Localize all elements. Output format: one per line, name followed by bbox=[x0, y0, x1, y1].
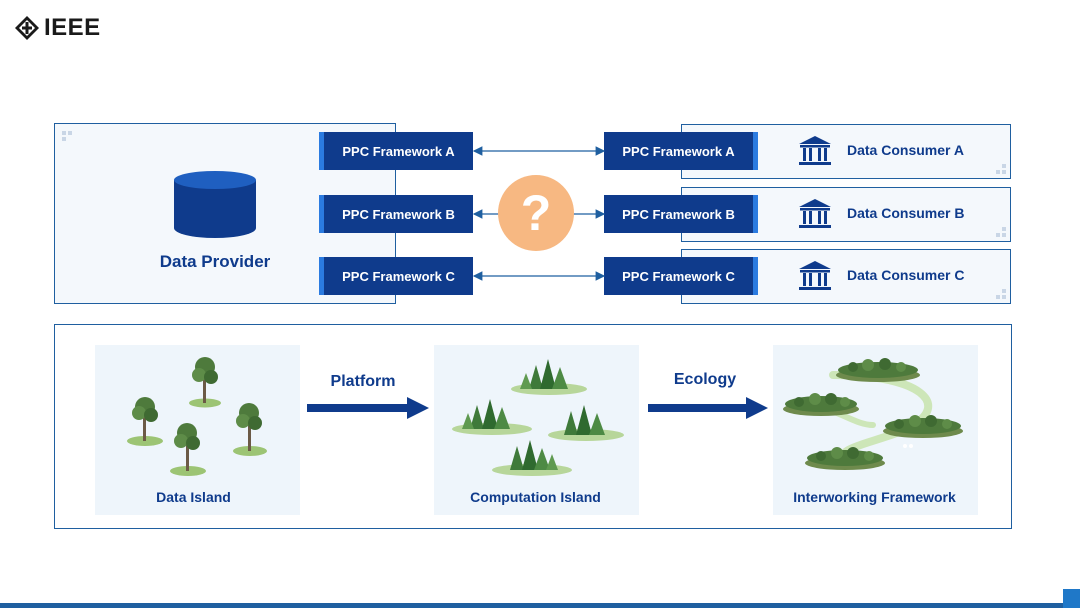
bank-icon bbox=[799, 261, 831, 290]
ppc-framework-c-left: PPC Framework C bbox=[319, 257, 473, 295]
forest-islands-icon bbox=[452, 359, 624, 476]
platform-arrow bbox=[307, 397, 429, 419]
ppc-framework-b-right: PPC Framework B bbox=[604, 195, 758, 233]
bank-icon bbox=[799, 136, 831, 165]
scattered-trees-icon bbox=[127, 357, 267, 476]
data-consumer-c-label: Data Consumer C bbox=[847, 267, 965, 283]
computation-island-panel bbox=[434, 345, 639, 515]
question-icon: ? bbox=[498, 175, 574, 251]
ppc-framework-a-right: PPC Framework A bbox=[604, 132, 758, 170]
ppc-framework-b-left: PPC Framework B bbox=[319, 195, 473, 233]
data-island-panel bbox=[95, 345, 300, 515]
ecology-arrow bbox=[648, 397, 768, 419]
data-provider-label: Data Provider bbox=[159, 252, 271, 271]
interworking-framework-panel bbox=[773, 345, 978, 515]
computation-island-label: Computation Island bbox=[470, 489, 601, 505]
corner-dots-icon bbox=[996, 289, 1008, 301]
corner-dots-icon bbox=[996, 227, 1008, 239]
ieee-logo-text: IEEE bbox=[44, 14, 101, 41]
data-consumer-b-label: Data Consumer B bbox=[847, 205, 965, 221]
ieee-diamond-icon bbox=[15, 16, 39, 40]
platform-label: Platform bbox=[330, 373, 396, 390]
ppc-framework-a-left: PPC Framework A bbox=[319, 132, 473, 170]
database-icon bbox=[174, 171, 256, 238]
interworking-framework-label: Interworking Framework bbox=[793, 489, 956, 505]
ieee-logo: IEEE bbox=[14, 14, 101, 42]
corner-dots-icon bbox=[996, 164, 1008, 176]
connected-islands-icon bbox=[783, 358, 963, 470]
footer-square bbox=[1063, 589, 1080, 608]
ppc-framework-c-right: PPC Framework C bbox=[604, 257, 758, 295]
bank-icon bbox=[799, 199, 831, 228]
data-island-label: Data Island bbox=[156, 489, 231, 505]
data-consumer-a-label: Data Consumer A bbox=[847, 142, 964, 158]
corner-dots-icon bbox=[62, 131, 74, 143]
footer-bar bbox=[0, 603, 1080, 608]
ecology-label: Ecology bbox=[673, 371, 737, 388]
